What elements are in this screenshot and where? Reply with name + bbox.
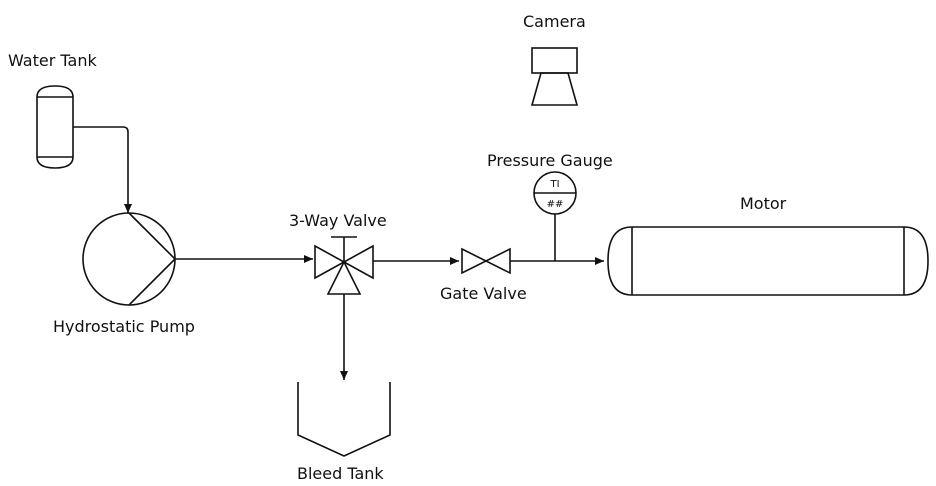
pressure-gauge-label: Pressure Gauge [487, 151, 613, 170]
three-way-valve-label: 3-Way Valve [289, 211, 387, 230]
hydrostatic-pump-label: Hydrostatic Pump [53, 317, 195, 336]
gate-valve-icon [461, 247, 511, 275]
gauge-bottom-text: ## [547, 199, 564, 210]
motor-icon [607, 226, 929, 296]
gauge-top-text: TI [549, 179, 559, 190]
hydrostatic-pump-icon [82, 212, 176, 306]
water-tank-label: Water Tank [8, 51, 97, 70]
supply-line [73, 126, 132, 213]
camera-icon [530, 47, 579, 106]
pressure-gauge-icon [533, 171, 577, 215]
motor-label: Motor [740, 194, 787, 213]
three-way-valve-icon [314, 236, 374, 295]
bleed-tank-icon [297, 382, 391, 457]
gate-valve-label: Gate Valve [440, 284, 527, 303]
camera-label: Camera [523, 12, 586, 31]
water-tank-icon [36, 85, 74, 169]
bleed-tank-label: Bleed Tank [297, 464, 384, 483]
